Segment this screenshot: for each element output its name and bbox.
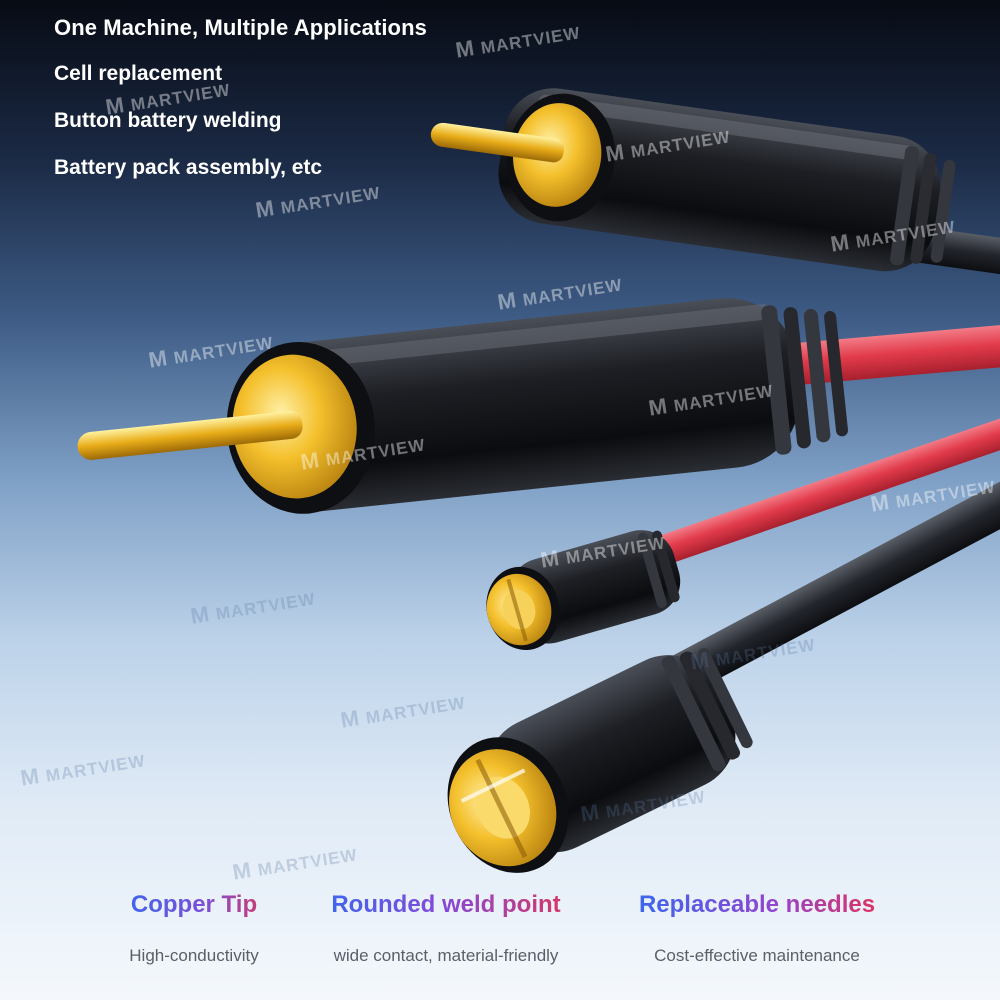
headline-block: One Machine, Multiple Applications Cell … [54,14,427,201]
feature-copper-tip: Copper Tip High-conductivity [104,890,284,966]
feature-row: Copper Tip High-conductivity Rounded wel… [0,890,1000,1000]
headline-title: One Machine, Multiple Applications [54,15,427,40]
probe-crown [447,648,753,873]
feature-title: Rounded weld point [300,890,592,920]
feature-description: wide contact, material-friendly [333,946,559,965]
application-item: Battery pack assembly, etc [54,156,323,179]
application-item: Cell replacement [54,62,223,85]
feature-replaceable-needles: Replaceable needles Cost-effective maint… [616,890,898,966]
probe-small [486,530,681,651]
red-cable-lower [597,400,1000,586]
feature-title: Copper Tip [104,890,284,920]
feature-title: Replaceable needles [616,890,898,920]
feature-description: Cost-effective maintenance [654,946,860,965]
probe-top [430,88,956,272]
application-item: Button battery welding [54,109,282,132]
feature-description: High-conductivity [129,946,259,965]
feature-rounded-weld-point: Rounded weld point wide contact, materia… [300,890,592,966]
probe-large [77,298,849,514]
